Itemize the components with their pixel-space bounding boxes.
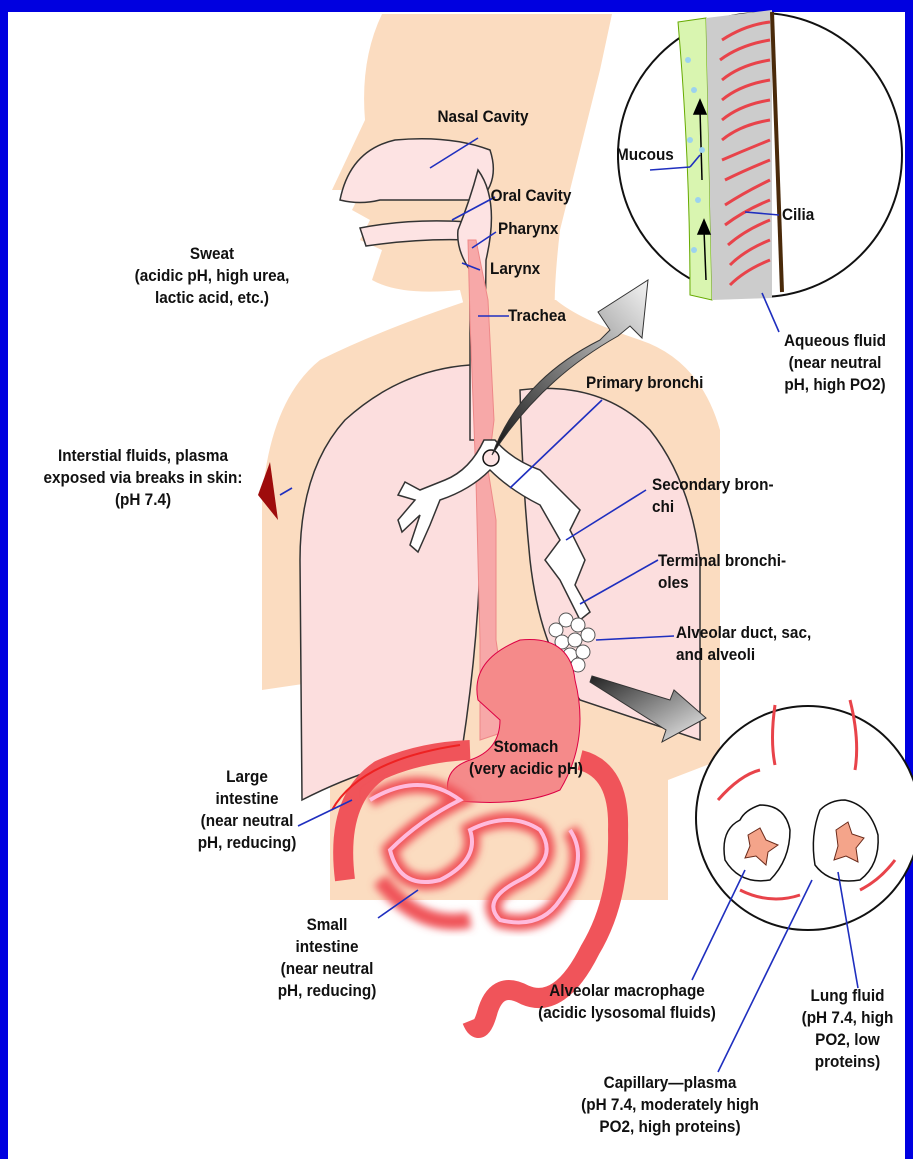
interstitial-line-3: (pH 7.4) bbox=[31, 489, 256, 511]
alveolar-macrophage-line-2: (acidic lysosomal fluids) bbox=[524, 1002, 731, 1024]
capillary-plasma-line-2: (pH 7.4, moderately high bbox=[558, 1094, 783, 1116]
label-nasal-cavity: Nasal Cavity bbox=[425, 106, 542, 128]
label-alveolar-macrophage: Alveolar macrophage (acidic lysosomal fl… bbox=[524, 980, 731, 1024]
capillary-plasma-line-1: Capillary—plasma bbox=[558, 1072, 783, 1094]
label-stomach: Stomach (very acidic pH) bbox=[454, 736, 598, 780]
large-intestine-line-3: (near neutral bbox=[180, 810, 315, 832]
aqueous-fluid-line-2: (near neutral bbox=[768, 352, 903, 374]
label-capillary-plasma: Capillary—plasma (pH 7.4, moderately hig… bbox=[558, 1072, 783, 1138]
stomach-line-2: (very acidic pH) bbox=[454, 758, 598, 780]
capillary-plasma-line-3: PO2, high proteins) bbox=[558, 1116, 783, 1138]
secondary-bronchi-line-1: Secondary bron- bbox=[652, 474, 774, 496]
lung-fluid-line-2: (pH 7.4, high bbox=[791, 1007, 904, 1029]
label-large-intestine: Large intestine (near neutral pH, reduci… bbox=[180, 766, 315, 854]
stomach-line-1: Stomach bbox=[454, 736, 598, 758]
label-lung-fluid: Lung fluid (pH 7.4, high PO2, low protei… bbox=[791, 985, 904, 1073]
secondary-bronchi-line-2: chi bbox=[652, 496, 774, 518]
interstitial-line-2: exposed via breaks in skin: bbox=[31, 467, 256, 489]
label-primary-bronchi: Primary bronchi bbox=[586, 372, 703, 394]
alveolar-duct-line-2: and alveoli bbox=[676, 644, 811, 666]
small-intestine-line-1: Small bbox=[260, 914, 395, 936]
aqueous-fluid-line-1: Aqueous fluid bbox=[768, 330, 903, 352]
alveolar-duct-line-1: Alveolar duct, sac, bbox=[676, 622, 811, 644]
large-intestine-line-1: Large bbox=[180, 766, 315, 788]
label-terminal-bronchioles: Terminal bronchi- oles bbox=[658, 550, 786, 594]
aqueous-fluid-line-3: pH, high PO2) bbox=[768, 374, 903, 396]
label-trachea: Trachea bbox=[508, 305, 566, 327]
label-cilia: Cilia bbox=[782, 204, 814, 226]
small-intestine-line-4: pH, reducing) bbox=[260, 980, 395, 1002]
label-interstitial-fluids: Interstial fluids, plasma exposed via br… bbox=[31, 445, 256, 511]
sweat-line-1: Sweat bbox=[122, 243, 302, 265]
label-alveolar-duct: Alveolar duct, sac, and alveoli bbox=[676, 622, 811, 666]
large-intestine-line-4: pH, reducing) bbox=[180, 832, 315, 854]
lung-fluid-line-1: Lung fluid bbox=[791, 985, 904, 1007]
label-mucous: Mucous bbox=[616, 144, 674, 166]
label-aqueous-fluid: Aqueous fluid (near neutral pH, high PO2… bbox=[768, 330, 903, 396]
alveolar-macrophage-line-1: Alveolar macrophage bbox=[524, 980, 731, 1002]
lung-fluid-line-3: PO2, low bbox=[791, 1029, 904, 1051]
small-intestine-line-2: intestine bbox=[260, 936, 395, 958]
terminal-bronchioles-line-1: Terminal bronchi- bbox=[658, 550, 786, 572]
small-intestine-line-3: (near neutral bbox=[260, 958, 395, 980]
label-secondary-bronchi: Secondary bron- chi bbox=[652, 474, 774, 518]
interstitial-line-1: Interstial fluids, plasma bbox=[31, 445, 256, 467]
label-larynx: Larynx bbox=[490, 258, 540, 280]
lung-fluid-line-4: proteins) bbox=[791, 1051, 904, 1073]
carina-circle bbox=[483, 450, 499, 466]
label-oral-cavity: Oral Cavity bbox=[482, 185, 581, 207]
large-intestine-line-2: intestine bbox=[180, 788, 315, 810]
terminal-bronchioles-line-2: oles bbox=[658, 572, 786, 594]
label-small-intestine: Small intestine (near neutral pH, reduci… bbox=[260, 914, 395, 1002]
label-sweat: Sweat (acidic pH, high urea, lactic acid… bbox=[122, 243, 302, 309]
sweat-line-2: (acidic pH, high urea, bbox=[122, 265, 302, 287]
label-pharynx: Pharynx bbox=[498, 218, 558, 240]
sweat-line-3: lactic acid, etc.) bbox=[122, 287, 302, 309]
